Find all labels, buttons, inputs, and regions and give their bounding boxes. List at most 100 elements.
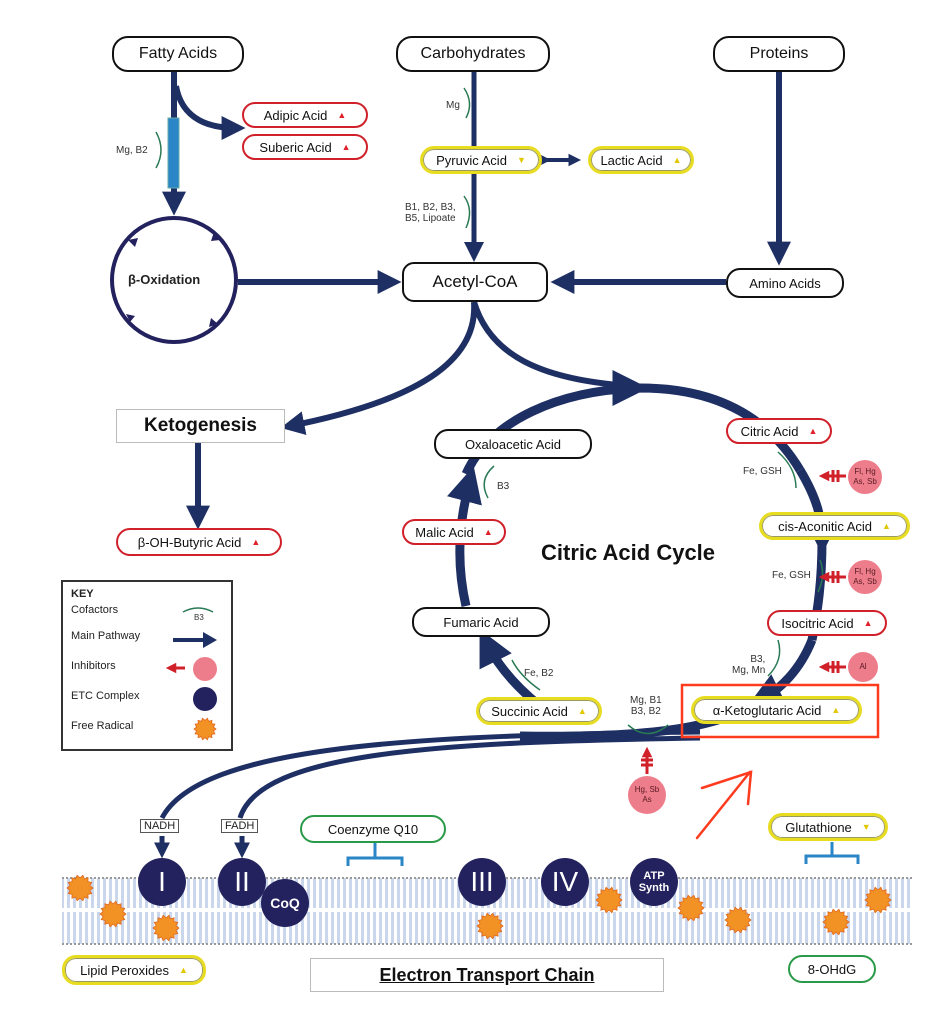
ketogenesis-label: Ketogenesis <box>144 415 257 436</box>
free-radicals <box>66 874 892 942</box>
coq-complex[interactable]: CoQ <box>261 879 309 927</box>
complex-ii[interactable]: II <box>218 858 266 906</box>
proteins-node[interactable]: Proteins <box>713 36 845 72</box>
acetyl-coa-branches <box>186 301 642 530</box>
inhibitor-text: As <box>642 795 652 804</box>
suberic-acid-node[interactable]: Suberic Acid▲ <box>242 134 368 160</box>
ketogenesis-node[interactable]: Ketogenesis <box>116 409 285 443</box>
inhibitor-arrows <box>641 470 846 774</box>
lactic-acid-label: Lactic Acid <box>600 152 663 168</box>
cofactor-label: B3,Mg, Mn <box>732 654 765 676</box>
complex-ii-label: II <box>234 866 250 897</box>
legend-cofactors: Cofactors <box>71 604 119 616</box>
fatty-acids-label: Fatty Acids <box>138 45 218 62</box>
free-radical-icon <box>193 717 217 741</box>
citric-acid-label: Citric Acid <box>740 423 799 439</box>
inhibitor-text: Hg, Sb <box>634 785 660 794</box>
legend-free-radical: Free Radical <box>71 720 134 732</box>
main-pathway-arrow-icon <box>173 632 217 648</box>
lipid-peroxides-label: Lipid Peroxides <box>80 962 169 978</box>
cofactor-line: Mg, Mn <box>732 665 766 676</box>
proteins-label: Proteins <box>749 45 809 62</box>
pyruvic-acid-node[interactable]: Pyruvic Acid▼ <box>420 146 542 174</box>
elevated-triangle-icon: ▲ <box>863 618 873 628</box>
oxaloacetic-acid-node[interactable]: Oxaloacetic Acid <box>434 429 592 459</box>
etc-complex-icon <box>193 687 217 711</box>
inhibitor-circle-icon <box>193 657 217 681</box>
cycle-title: Citric Acid Cycle <box>541 540 716 565</box>
cofactor-label: Fe, GSH <box>772 570 811 581</box>
cofactor-arc-icon <box>182 607 214 613</box>
coq-label: CoQ <box>270 895 300 911</box>
glutathione-node[interactable]: Glutathione▼ <box>768 813 888 841</box>
fatty-acid-pathway <box>155 72 246 216</box>
acetyl-coa-node[interactable]: Acetyl-CoA <box>402 262 548 302</box>
malic-acid-node[interactable]: Malic Acid▲ <box>402 519 506 545</box>
inhibitor-text: Fl, Hg <box>854 567 876 576</box>
legend-etc-complex: ETC Complex <box>71 690 140 702</box>
fatty-acids-node[interactable]: Fatty Acids <box>112 36 244 72</box>
fadh-label: FADH <box>221 819 259 833</box>
free-radical-icon <box>864 886 892 914</box>
beta-oh-butyric-acid-node[interactable]: β-OH-Butyric Acid▲ <box>116 528 282 556</box>
free-radical-icon <box>595 886 623 914</box>
elevated-triangle-icon: ▲ <box>251 537 261 547</box>
elevated-triangle-icon: ▲ <box>337 110 347 120</box>
isocitric-acid-label: Isocitric Acid <box>781 615 854 631</box>
succinic-acid-node[interactable]: Succinic Acid▲ <box>476 697 602 725</box>
inhibitor-text: As, Sb <box>853 477 877 486</box>
adipic-acid-node[interactable]: Adipic Acid▲ <box>242 102 368 128</box>
elevated-triangle-icon: ▲ <box>341 142 351 152</box>
inhibitor-text: Fl, Hg <box>854 467 876 476</box>
inhibitor-text: As, Sb <box>853 577 877 586</box>
fumaric-acid-node[interactable]: Fumaric Acid <box>412 607 550 637</box>
etc-title: Electron Transport Chain <box>379 964 595 985</box>
free-radical-icon <box>152 914 180 942</box>
carbohydrate-pathway <box>463 72 582 262</box>
citric-acid-node[interactable]: Citric Acid ▲ <box>726 418 832 444</box>
cofactor-line: B3, <box>750 654 766 665</box>
legend-icons: B3 <box>165 607 217 741</box>
succinic-acid-label: Succinic Acid <box>491 703 568 719</box>
complex-iii[interactable]: III <box>458 858 506 906</box>
electron-carrier-paths <box>153 729 701 859</box>
lipid-peroxides-node[interactable]: Lipid Peroxides▲ <box>62 955 206 985</box>
malic-acid-label: Malic Acid <box>415 524 474 540</box>
inhibitor-text: Al <box>859 662 867 671</box>
carbohydrates-node[interactable]: Carbohydrates <box>396 36 550 72</box>
cofactor-line: B3, B2 <box>630 706 661 717</box>
highlight-box <box>680 683 880 739</box>
beta-oxidation-label: β-Oxidation <box>128 272 201 287</box>
free-radical-icon <box>724 906 752 934</box>
cofactor-line: B5, Lipoate <box>405 213 456 224</box>
pyruvic-acid-label: Pyruvic Acid <box>436 152 507 168</box>
legend-title: KEY <box>71 588 94 600</box>
cis-aconitic-acid-label: cis-Aconitic Acid <box>778 518 872 534</box>
carbohydrates-label: Carbohydrates <box>420 45 526 62</box>
complex-i[interactable]: I <box>138 858 186 906</box>
alpha-ketoglutaric-acid-node[interactable]: α-Ketoglutaric Acid▲ <box>691 696 862 724</box>
complex-iii-label: III <box>470 866 494 897</box>
fumaric-acid-label: Fumaric Acid <box>443 614 519 630</box>
complex-i-label: I <box>158 866 166 897</box>
cofactor-line: B1, B2, B3, <box>405 202 456 213</box>
elevated-triangle-icon: ▲ <box>808 426 818 436</box>
complex-iv-label: IV <box>551 866 579 897</box>
amino-acids-node[interactable]: Amino Acids <box>726 268 844 298</box>
nadh-label: NADH <box>140 819 180 833</box>
cis-aconitic-acid-node[interactable]: cis-Aconitic Acid▲ <box>759 512 910 540</box>
coenzyme-q10-node[interactable]: Coenzyme Q10 <box>300 815 446 843</box>
protein-pathway <box>550 72 791 294</box>
cofactor-label: Fe, GSH <box>743 466 782 477</box>
glutathione-label: Glutathione <box>785 819 852 835</box>
complex-iv[interactable]: IV <box>541 858 589 906</box>
free-radical-icon <box>99 900 127 928</box>
beta-oxidation-cycle <box>110 216 402 344</box>
lactic-acid-node[interactable]: Lactic Acid▲ <box>588 146 694 174</box>
isocitric-acid-node[interactable]: Isocitric Acid ▲ <box>767 610 887 636</box>
8-ohdg-node[interactable]: 8-OHdG <box>788 955 876 983</box>
